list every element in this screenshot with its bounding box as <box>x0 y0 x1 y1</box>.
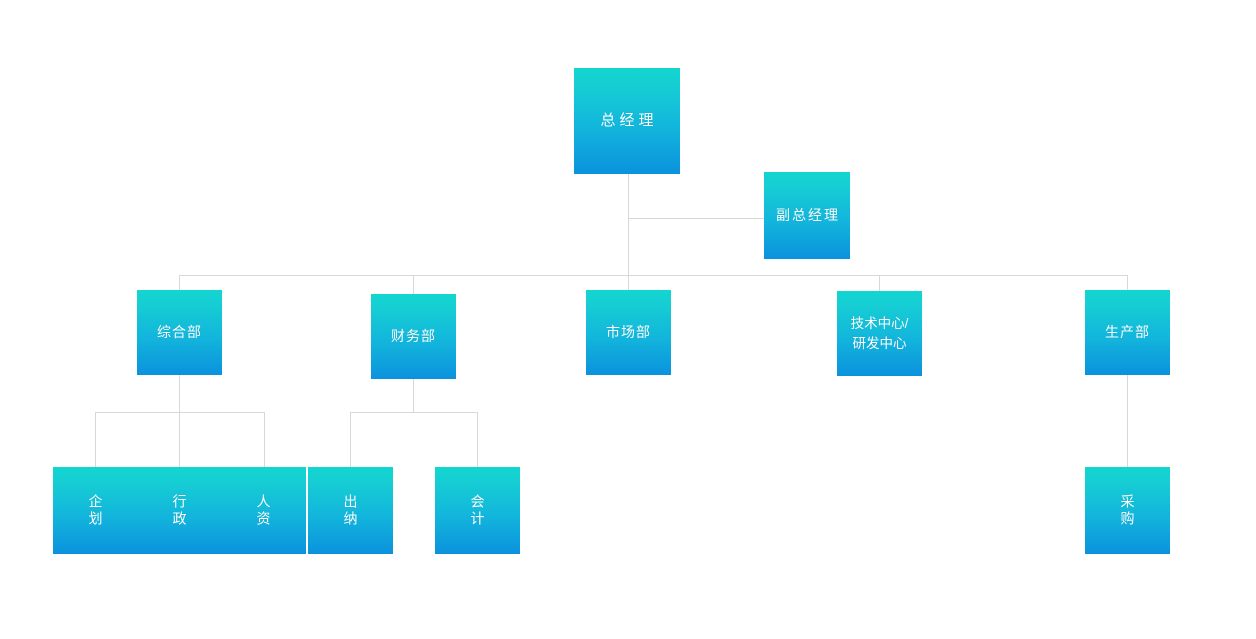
node-planning-unit-label: 企划 <box>87 493 104 528</box>
group-general-affairs-units: 企划 行政 人资 <box>53 467 306 554</box>
node-cashier-unit-label: 出纳 <box>342 493 359 528</box>
node-accounting-unit[interactable]: 会计 <box>435 467 520 554</box>
connector-drop-hr <box>264 412 265 468</box>
connector-finance-bus <box>350 412 477 413</box>
connector-root-trunk <box>628 174 629 276</box>
connector-drop-general-affairs <box>179 275 180 291</box>
node-production-department[interactable]: 生产部 <box>1085 290 1170 375</box>
node-production-department-label: 生产部 <box>1105 324 1150 341</box>
connector-general-affairs-bus <box>95 412 265 413</box>
connector-drop-cashier <box>350 412 351 468</box>
node-planning-unit[interactable]: 企划 <box>53 467 138 554</box>
node-tech-center-department[interactable]: 技术中心/ 研发中心 <box>837 291 922 376</box>
node-general-affairs-department[interactable]: 综合部 <box>137 290 222 375</box>
node-tech-center-department-label: 技术中心/ 研发中心 <box>850 315 909 351</box>
node-administration-unit[interactable]: 行政 <box>137 467 222 554</box>
connector-drop-marketing <box>628 275 629 291</box>
connector-drop-accounting <box>477 412 478 468</box>
connector-finance-stem <box>413 379 414 412</box>
node-finance-department-label: 财务部 <box>391 328 436 345</box>
connector-drop-finance <box>413 275 414 295</box>
node-deputy-general-manager[interactable]: 副总经理 <box>764 172 850 259</box>
node-accounting-unit-label: 会计 <box>469 493 486 528</box>
node-administration-unit-label: 行政 <box>171 493 188 528</box>
connector-general-affairs-stem <box>179 374 180 412</box>
node-general-manager-label: 总经理 <box>600 111 658 129</box>
node-finance-department[interactable]: 财务部 <box>371 294 456 379</box>
connector-drop-planning <box>95 412 96 468</box>
connector-departments-bus <box>179 275 1128 276</box>
node-marketing-department-label: 市场部 <box>606 324 651 341</box>
node-deputy-general-manager-label: 副总经理 <box>776 207 840 224</box>
node-general-affairs-department-label: 综合部 <box>157 324 202 341</box>
node-hr-unit-label: 人资 <box>255 493 272 528</box>
connector-production-to-procurement <box>1127 375 1128 468</box>
node-cashier-unit[interactable]: 出纳 <box>308 467 393 554</box>
connector-drop-tech-center <box>879 275 880 292</box>
connector-drop-administration <box>179 412 180 468</box>
node-hr-unit[interactable]: 人资 <box>221 467 306 554</box>
node-general-manager[interactable]: 总经理 <box>574 68 680 174</box>
node-procurement-unit[interactable]: 采购 <box>1085 467 1170 554</box>
node-marketing-department[interactable]: 市场部 <box>586 290 671 375</box>
connector-root-to-deputy <box>628 218 764 219</box>
connector-drop-production <box>1127 275 1128 291</box>
node-procurement-unit-label: 采购 <box>1119 493 1136 528</box>
